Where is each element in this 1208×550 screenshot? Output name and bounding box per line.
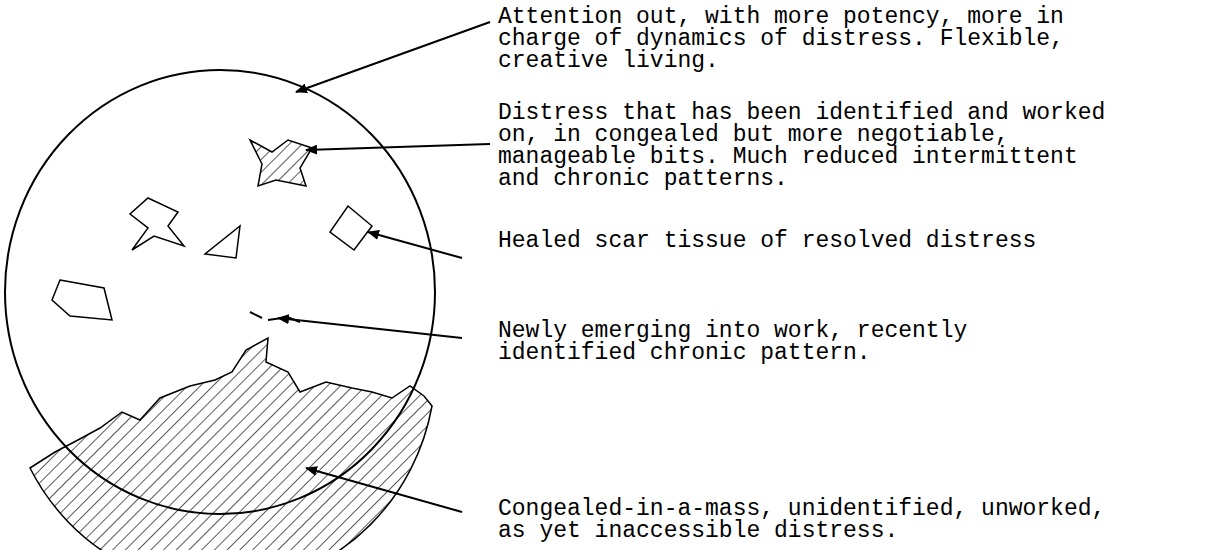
callout-note: Congealed-in-a-mass, unidentified, unwor… — [498, 498, 1105, 542]
worked-bit — [205, 226, 240, 258]
healed-scar — [330, 206, 372, 250]
leader-arrow — [296, 22, 490, 92]
leader-arrow — [368, 232, 462, 258]
callout-note: Healed scar tissue of resolved distress — [498, 230, 1105, 252]
callout-note: Distress that has been identified and wo… — [498, 102, 1105, 190]
callout-note: Newly emerging into work, recently ident… — [498, 320, 1105, 364]
leader-arrow — [306, 144, 490, 150]
worked-bit — [130, 198, 184, 250]
callout-note: Attention out, with more potency, more i… — [498, 6, 1105, 72]
leader-arrow — [306, 468, 462, 512]
worked-bit — [250, 140, 312, 186]
leader-arrow — [278, 318, 462, 338]
psyche-circle — [5, 70, 435, 514]
worked-bit — [52, 280, 112, 320]
congealed-mass — [30, 338, 432, 550]
